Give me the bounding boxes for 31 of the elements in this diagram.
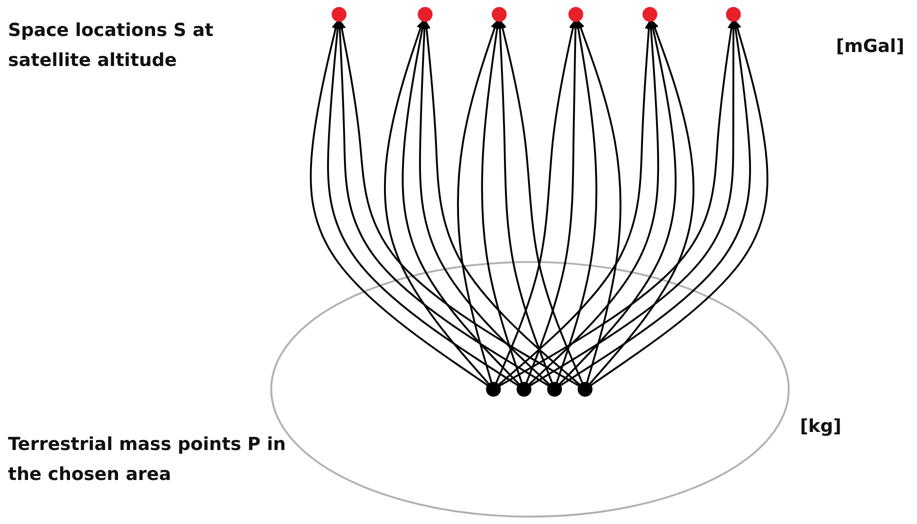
arrow — [558, 20, 677, 385]
node-circle — [516, 382, 532, 397]
arrow — [496, 20, 553, 384]
node-circle — [332, 6, 346, 22]
arrow — [457, 20, 499, 383]
arrow — [419, 20, 550, 386]
label-text: Terrestrial mass points P in the chosen area — [8, 433, 287, 487]
arrow — [560, 20, 751, 386]
arrow — [498, 20, 653, 386]
label-text: [mGal] — [836, 35, 904, 59]
arrow — [576, 20, 622, 383]
arrow — [384, 20, 490, 385]
node-circle — [578, 382, 592, 397]
arrow — [402, 20, 520, 385]
node-circle — [486, 382, 501, 397]
node-circle — [568, 6, 584, 22]
arrow — [422, 20, 580, 386]
arrow — [588, 20, 694, 385]
node-circle — [492, 6, 507, 22]
arrow — [310, 20, 488, 386]
arrow — [556, 20, 598, 384]
arrow — [528, 20, 660, 386]
arrow — [481, 20, 523, 384]
node-circle — [547, 382, 562, 397]
arrow — [590, 20, 768, 386]
arrow — [327, 20, 519, 386]
node-circle — [726, 6, 741, 22]
node-circle — [418, 6, 433, 22]
node-circle — [642, 6, 658, 22]
label-text: [kg] — [800, 415, 842, 439]
label-text: Space locations S at satellite altitude — [8, 19, 214, 73]
